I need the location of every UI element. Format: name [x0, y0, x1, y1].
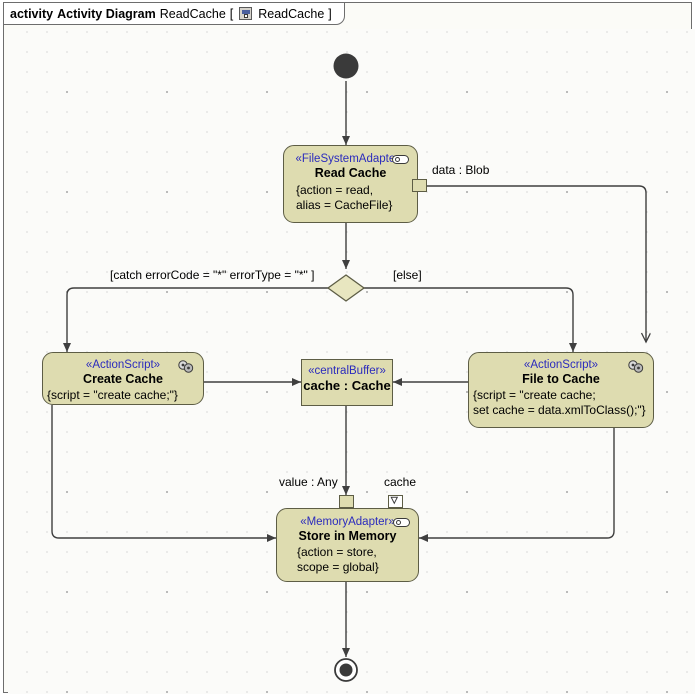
frame-bracket-close: ]	[328, 6, 332, 21]
decision-node[interactable]	[326, 274, 366, 302]
action-name: File to Cache	[522, 372, 600, 386]
action-body-line-2: scope = global}	[297, 559, 379, 574]
adapter-icon	[392, 155, 409, 164]
stereotype-label: «centralBuffer»	[308, 365, 386, 377]
edge-decision-catch-to-create-cache	[63, 287, 334, 352]
frame-bracket-open: [	[229, 6, 234, 21]
diagram-frame: «FileSystemAdapter» Read Cache {action =…	[3, 2, 695, 694]
output-pin-data-blob[interactable]	[412, 179, 427, 192]
script-icon	[627, 360, 645, 373]
pin-label-value-any: value : Any	[279, 475, 338, 489]
action-file-to-cache[interactable]: «ActionScript» File to Cache {script = "…	[468, 352, 654, 428]
diagram-frame-title: activity Activity Diagram ReadCache [ Re…	[3, 2, 345, 25]
frame-diagram-type: Activity Diagram	[57, 6, 156, 21]
object-node-name: cache : Cache	[303, 378, 391, 393]
frame-context-name: ReadCache	[258, 6, 325, 21]
initial-node[interactable]	[333, 53, 359, 79]
stereotype-label: «ActionScript»	[523, 359, 599, 371]
stereotype-label: «ActionScript»	[85, 359, 161, 371]
activity-diagram-icon	[239, 7, 253, 20]
guard-catch: [catch errorCode = "*" errorType = "*" ]	[110, 268, 315, 282]
action-name: Read Cache	[314, 166, 387, 180]
action-name: Create Cache	[83, 372, 163, 386]
edge-decision-else-to-file-to-cache	[360, 287, 577, 352]
edge-create-cache-to-store-in-memory	[51, 405, 276, 542]
input-pin-value-any[interactable]	[339, 495, 354, 508]
activity-final-node[interactable]	[339, 663, 353, 677]
script-icon	[177, 360, 195, 373]
pin-label-data-blob: data : Blob	[432, 163, 490, 177]
action-read-cache[interactable]: «FileSystemAdapter» Read Cache {action =…	[283, 145, 418, 223]
action-body-line-1: {action = read,	[296, 183, 374, 197]
action-body-line-2: set cache = data.xmlToClass();"}	[473, 402, 646, 417]
frame-diagram-name: ReadCache	[159, 6, 226, 21]
edge-data-blob-to-file-to-cache	[418, 185, 646, 342]
edge-file-to-cache-to-store-in-memory	[419, 428, 615, 542]
stereotype-label: «MemoryAdapter»	[300, 516, 395, 528]
action-body-line-1: {script = "create cache;	[473, 388, 596, 402]
action-store-in-memory[interactable]: «MemoryAdapter» Store in Memory {action …	[276, 508, 419, 582]
action-body-line-2: alias = CacheFile}	[296, 197, 393, 212]
adapter-icon	[393, 518, 410, 527]
action-body-line-1: {action = store,	[297, 545, 377, 559]
diagram-drawing-area[interactable]: «FileSystemAdapter» Read Cache {action =…	[8, 29, 695, 694]
action-create-cache[interactable]: «ActionScript» Create Cache {script = "c…	[42, 352, 204, 405]
guard-else: [else]	[393, 268, 422, 282]
edges-layer	[51, 53, 695, 682]
input-pin-cache[interactable]	[388, 495, 403, 508]
stereotype-label: «FileSystemAdapter»	[295, 153, 406, 165]
action-name: Store in Memory	[298, 529, 397, 543]
frame-keyword: activity	[10, 6, 54, 21]
pin-label-cache: cache	[384, 475, 417, 489]
action-body-line-1: {script = "create cache;"}	[47, 388, 178, 402]
object-node-central-buffer[interactable]: «centralBuffer» cache : Cache	[301, 359, 393, 406]
